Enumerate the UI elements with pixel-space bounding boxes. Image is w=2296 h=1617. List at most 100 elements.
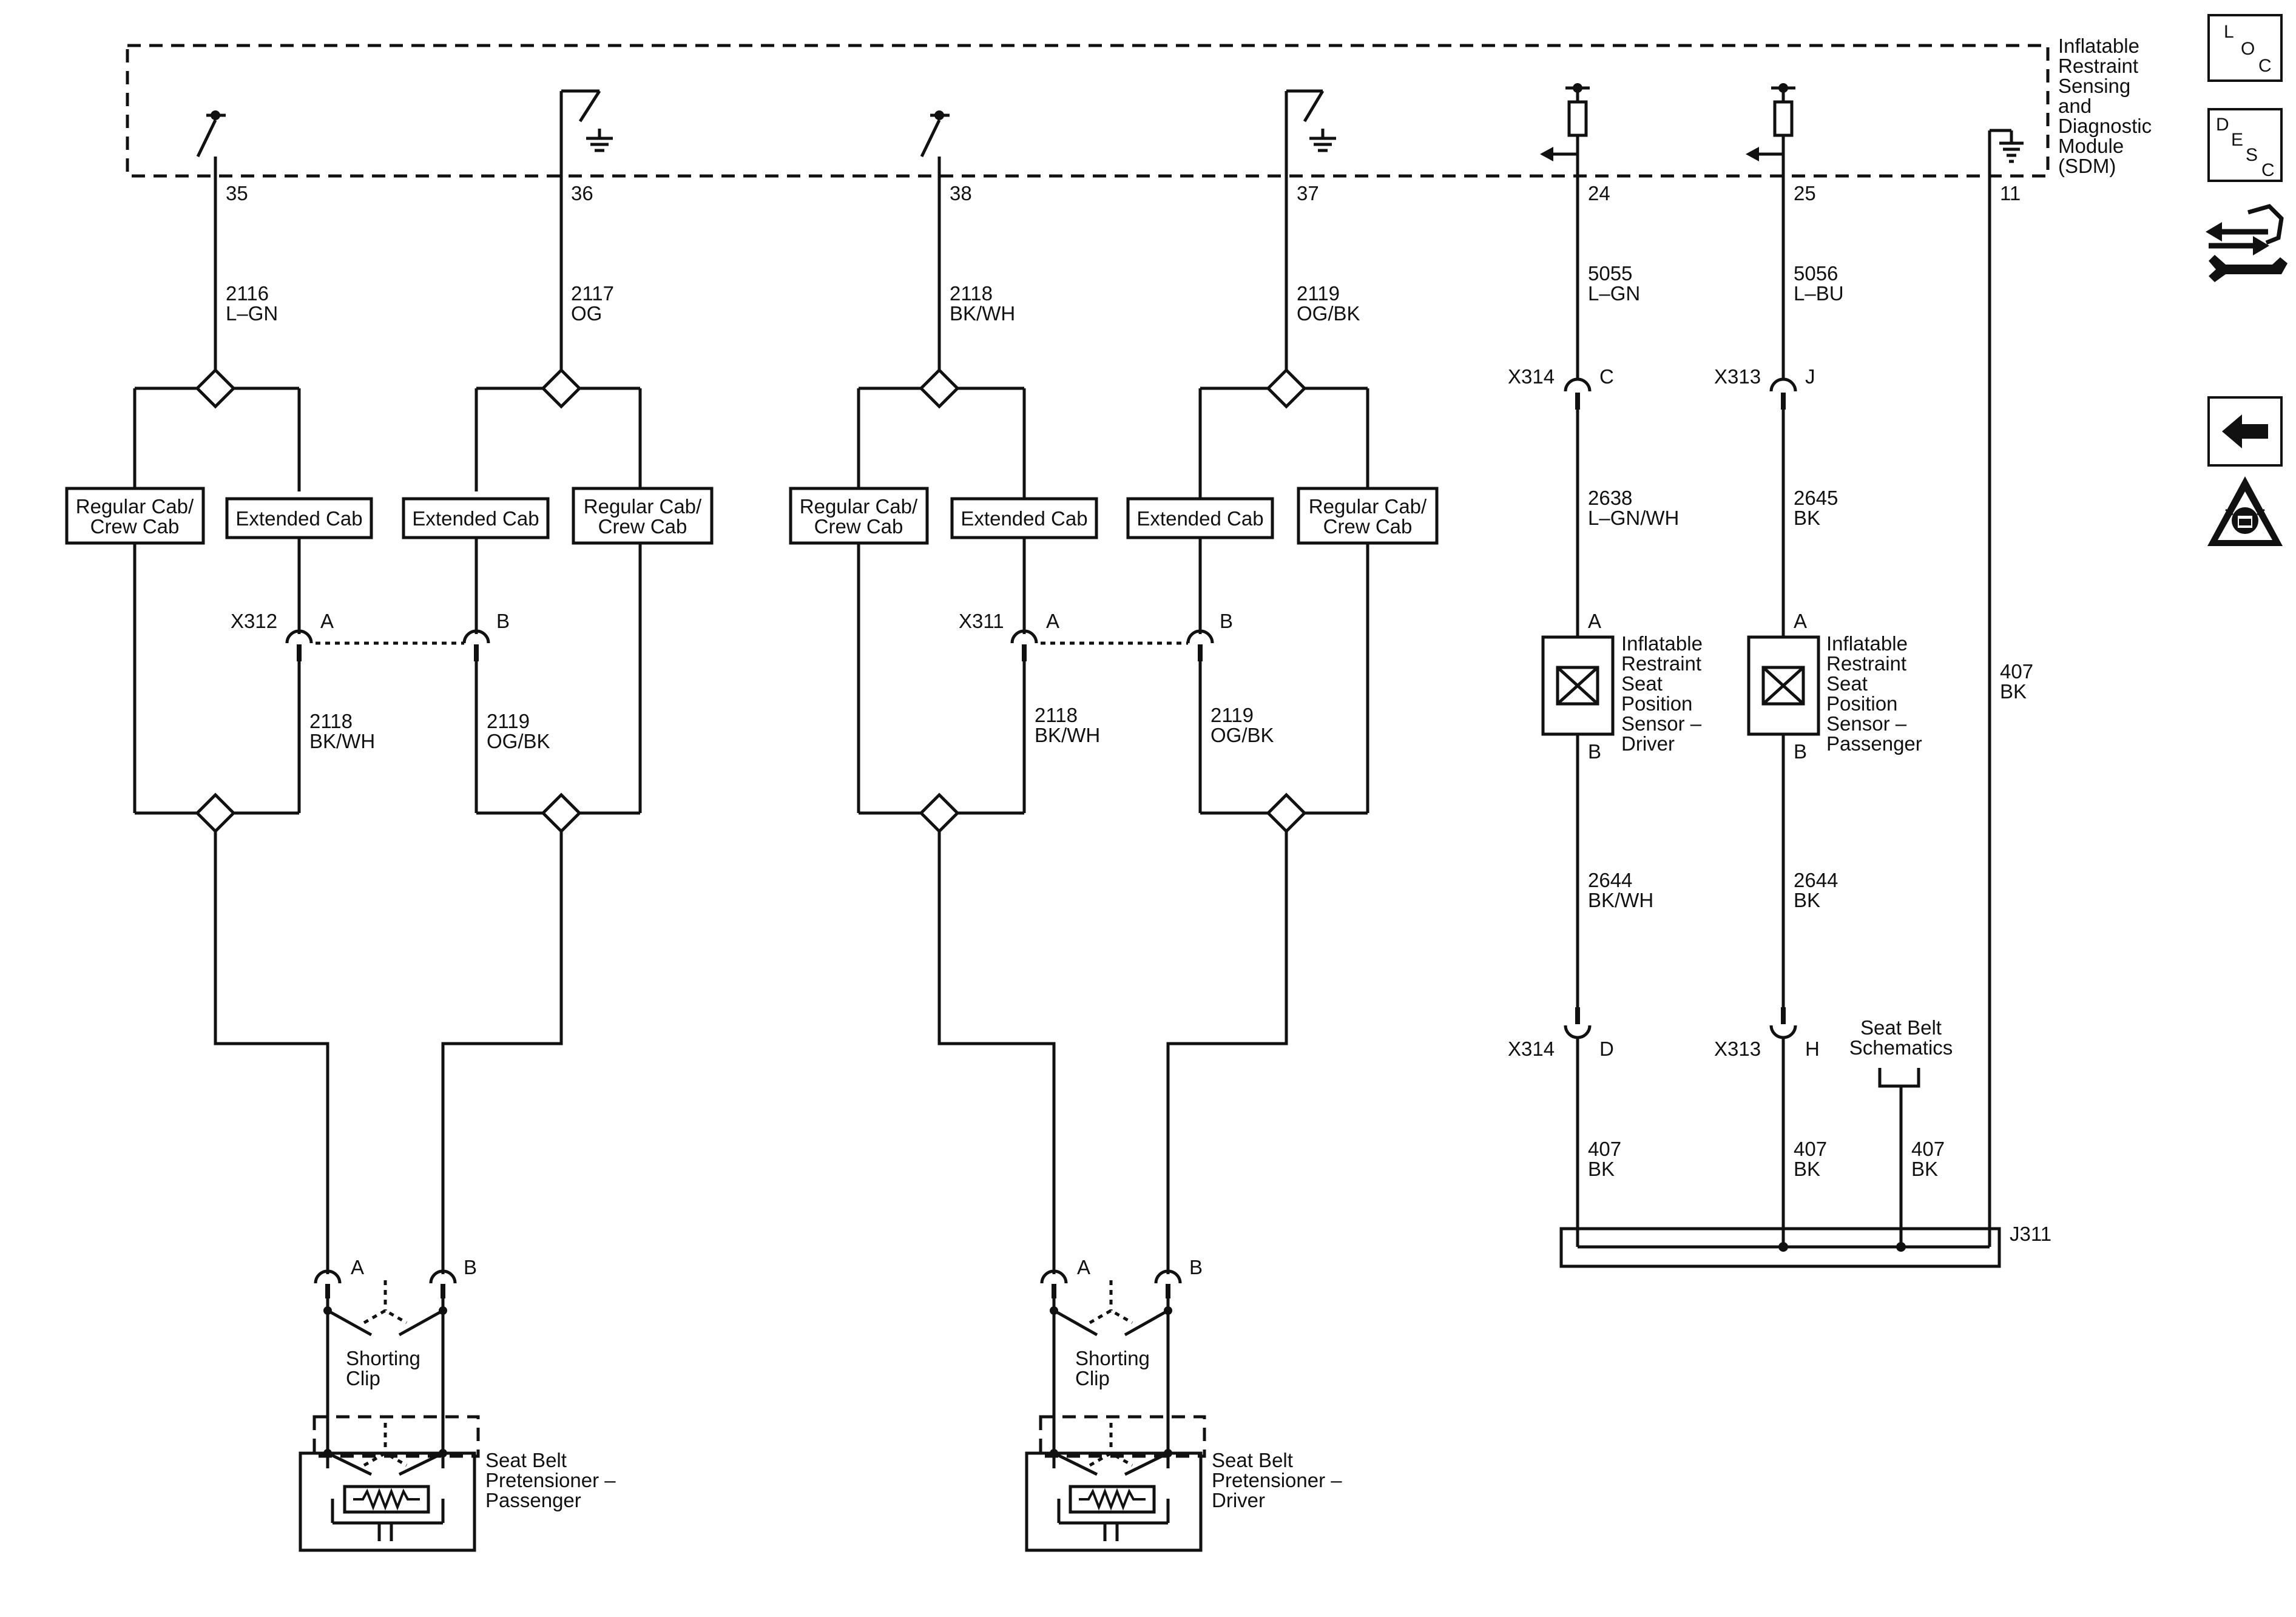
- wire-2644-number: 2644: [1794, 869, 1838, 891]
- wire-2118-color: BK/WH: [1035, 724, 1100, 746]
- wire-5056-color: L–BU: [1794, 282, 1844, 305]
- terminal-a: A: [1046, 610, 1059, 632]
- wire-2645-number: 2645: [1794, 487, 1838, 509]
- splice-diamond: [541, 368, 582, 409]
- loc-icon[interactable]: L O C: [2207, 14, 2283, 82]
- connector-x314-label: X314: [1508, 365, 1555, 388]
- connector-x313-h: X313 H: [1714, 1007, 1820, 1060]
- sdm-label-6: Module: [2058, 135, 2124, 157]
- desc-icon-c: C: [2261, 160, 2275, 180]
- wire-2119-number: 2119: [1297, 282, 1340, 305]
- wire-2116-color: L–GN: [226, 302, 278, 325]
- option-extended-label: Extended Cab: [1136, 507, 1263, 530]
- shorting-clip-label-2: Clip: [1075, 1367, 1110, 1389]
- connector-x313-label: X313: [1714, 1038, 1761, 1060]
- option-regular-crew-cab: Regular Cab/ Crew Cab: [572, 487, 714, 545]
- splice-pack-j311: J311: [1559, 1223, 2051, 1268]
- terminal-b: B: [1794, 740, 1807, 763]
- seat-belt-schematics-label-2[interactable]: Schematics: [1849, 1036, 1953, 1059]
- sensor-driver-label-5: Sensor –: [1621, 712, 1702, 735]
- pretensioner-passenger-label-1: Seat Belt: [485, 1449, 567, 1471]
- seat-belt-schematics-label-1[interactable]: Seat Belt: [1860, 1016, 1942, 1039]
- wire-2645-color: BK: [1794, 507, 1820, 529]
- terminal-h: H: [1805, 1038, 1820, 1060]
- loc-icon-l: L: [2224, 22, 2234, 42]
- wire-2118-color: BK/WH: [950, 302, 1015, 325]
- seat-position-sensor-circuits: 5055 L–GN X314 C 2638 L–GN/WH A B Inflat…: [1508, 176, 2051, 1268]
- option-extended-cab: Extended Cab: [225, 497, 373, 539]
- wire-2119-color: OG/BK: [1210, 724, 1274, 746]
- splice-diamond: [1266, 368, 1307, 409]
- desc-icon[interactable]: D E S C: [2207, 108, 2283, 182]
- sensor-driver-label-2: Restraint: [1621, 652, 1701, 675]
- pretensioner-driver-label-3: Driver: [1212, 1489, 1265, 1511]
- terminal-b: B: [1588, 740, 1601, 763]
- splice-diamond: [541, 792, 582, 834]
- sdm-ground-11: [1988, 129, 2024, 176]
- wire-2119-number: 2119: [487, 710, 530, 732]
- wire-407-number: 407: [1794, 1138, 1827, 1160]
- driver-pretensioner-circuit: 2118 BK/WH 2119 OG/BK Regular Cab/ Crew …: [789, 176, 1439, 1552]
- splice-diamond: [195, 792, 236, 834]
- sdm-label-2: Restraint: [2058, 55, 2138, 77]
- wire-2118-number: 2118: [950, 282, 993, 305]
- wire-407-color: BK: [1794, 1158, 1820, 1180]
- sensor-driver-label-3: Seat: [1621, 672, 1663, 695]
- sdm-switch-38: [920, 110, 950, 176]
- option-extended-cab: Extended Cab: [950, 497, 1098, 539]
- seat-belt-schematics-link[interactable]: Seat Belt Schematics: [1849, 1016, 1953, 1088]
- connector-x313-j: X313 J: [1714, 365, 1815, 410]
- wire-2644-color: BK: [1794, 889, 1820, 911]
- terminal-b: B: [496, 610, 510, 632]
- wire-2644-number: 2644: [1588, 869, 1632, 891]
- option-regular-line1: Regular Cab/: [584, 495, 702, 518]
- pretensioner-driver-label-1: Seat Belt: [1212, 1449, 1293, 1471]
- terminal-a: A: [1588, 610, 1601, 632]
- wire-5055-number: 5055: [1588, 262, 1632, 285]
- pretensioner-driver-label-2: Pretensioner –: [1212, 1469, 1342, 1491]
- wire-2119-color: OG/BK: [1297, 302, 1360, 325]
- wire-407-color: BK: [2000, 680, 2027, 703]
- loc-icon-c: C: [2258, 56, 2272, 76]
- back-arrow-icon[interactable]: [2207, 396, 2283, 467]
- connector-wrench-icon[interactable]: [2206, 204, 2288, 282]
- connector-x312-label: X312: [231, 610, 277, 632]
- sdm-switch-35: [196, 110, 226, 176]
- seat-belt-pretensioner-passenger: Seat Belt Pretensioner – Passenger: [299, 1415, 616, 1552]
- sensor-passenger-label-1: Inflatable: [1826, 632, 1908, 655]
- sensor-driver-label-6: Driver: [1621, 732, 1675, 755]
- wire-2644-color: BK/WH: [1588, 889, 1653, 911]
- option-regular-line2: Crew Cab: [90, 515, 180, 538]
- wire-407-color: BK: [1911, 1158, 1938, 1180]
- desc-icon-d: D: [2216, 115, 2229, 135]
- option-extended-label: Extended Cab: [235, 507, 362, 530]
- pretensioner-passenger-label-3: Passenger: [485, 1489, 581, 1511]
- connector-x314-c: X314 C: [1508, 365, 1614, 410]
- sdm-module: Inflatable Restraint Sensing and Diagnos…: [126, 35, 2152, 204]
- shorting-clip-label-1: Shorting: [346, 1347, 420, 1369]
- shorting-clip-label-1: Shorting: [1075, 1347, 1150, 1369]
- option-regular-line2: Crew Cab: [1323, 515, 1413, 538]
- sdm-boundary: [126, 44, 2050, 178]
- wire-407-number: 407: [2000, 660, 2033, 683]
- connector-x311: X311 A B: [959, 610, 1233, 661]
- wire-2638-color: L–GN/WH: [1588, 507, 1679, 529]
- splice-diamond: [919, 792, 960, 834]
- sdm-source-24: [1540, 83, 1590, 176]
- wire-2638-number: 2638: [1588, 487, 1632, 509]
- shorting-clip-label-2: Clip: [346, 1367, 380, 1389]
- terminal-b: B: [1189, 1256, 1203, 1278]
- sdm-label-5: Diagnostic: [2058, 115, 2152, 137]
- wire-2119-number: 2119: [1210, 704, 1254, 726]
- option-extended-cab: Extended Cab: [402, 497, 550, 539]
- splice-diamond: [919, 368, 960, 409]
- shorting-clip: Shorting Clip: [323, 1280, 447, 1468]
- seat-position-sensor-passenger: A B Inflatable Restraint Seat Position S…: [1747, 610, 1922, 763]
- desc-icon-s: S: [2246, 145, 2258, 165]
- connector-x311-label: X311: [959, 610, 1004, 632]
- splice-diamond: [195, 368, 236, 409]
- splice-diamond: [1266, 792, 1307, 834]
- seat-belt-pretensioner-driver: Seat Belt Pretensioner – Driver: [1025, 1415, 1342, 1552]
- shorting-clip: Shorting Clip: [1050, 1280, 1172, 1468]
